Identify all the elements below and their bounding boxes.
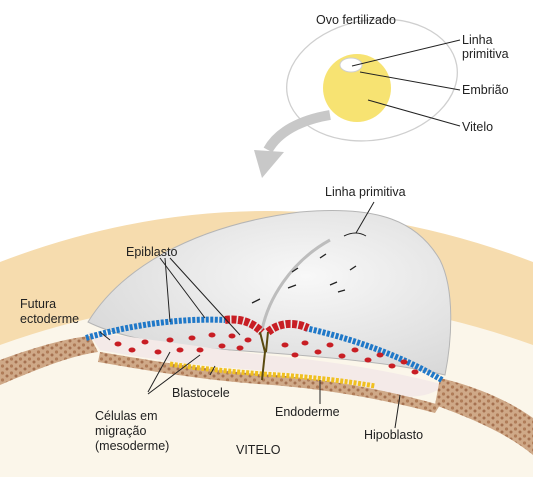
label-ovo-fertilizado: Ovo fertilizado [316, 13, 396, 27]
zoom-arrow-head [254, 150, 284, 178]
label-futura-ectoderme-1: Futura [20, 297, 56, 311]
label-celulas-3: (mesoderme) [95, 439, 169, 453]
label-linha-primitiva-top-1: Linha [462, 33, 493, 47]
label-embriao: Embrião [462, 83, 509, 97]
label-celulas-2: migração [95, 424, 146, 438]
label-blastocele: Blastocele [172, 386, 230, 400]
label-celulas-1: Células em [95, 409, 158, 423]
label-futura-ectoderme-2: ectoderme [20, 312, 79, 326]
label-vitelo-top: Vitelo [462, 120, 493, 134]
label-vitelo-bottom: VITELO [236, 443, 280, 457]
label-hipoblasto: Hipoblasto [364, 428, 423, 442]
label-endoderme: Endoderme [275, 405, 340, 419]
label-epiblasto: Epiblasto [126, 245, 177, 259]
label-linha-primitiva-main: Linha primitiva [325, 185, 406, 199]
label-linha-primitiva-top-2: primitiva [462, 47, 509, 61]
egg-embryo [340, 58, 362, 72]
